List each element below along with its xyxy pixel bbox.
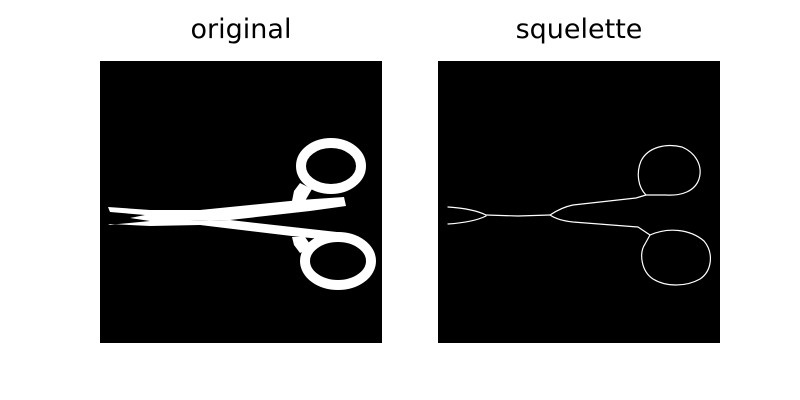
original-image bbox=[100, 61, 382, 343]
panel-squelette: squelette bbox=[438, 0, 720, 400]
skeleton-image bbox=[438, 61, 720, 343]
lower-handle-ring bbox=[300, 232, 376, 290]
scissors-silhouette bbox=[108, 138, 376, 290]
panel-original: original bbox=[100, 0, 382, 400]
lower-blade bbox=[108, 220, 346, 241]
upper-blade bbox=[108, 197, 346, 221]
scissors-skeleton bbox=[447, 144, 711, 286]
panel-title-original: original bbox=[190, 14, 292, 45]
panel-title-squelette: squelette bbox=[515, 14, 643, 45]
upper-handle-ring bbox=[296, 138, 366, 194]
